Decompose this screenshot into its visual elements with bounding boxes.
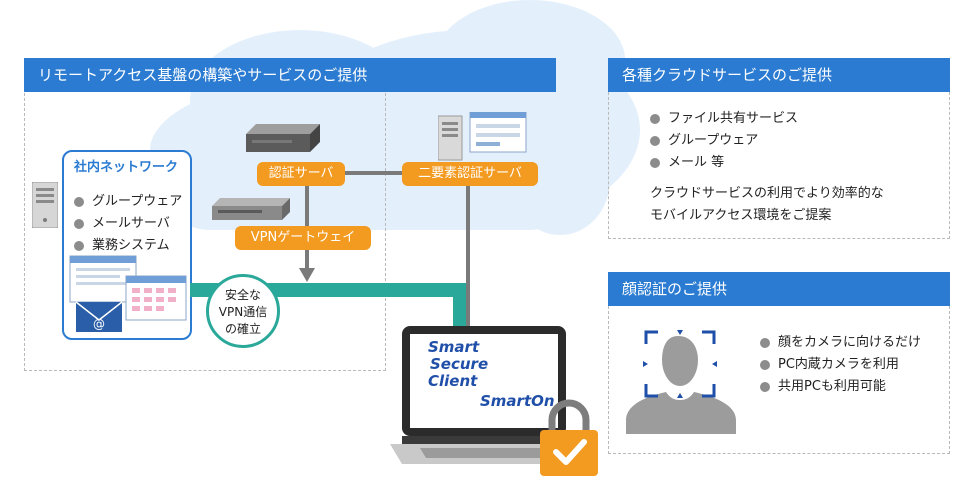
list-item: メールサーバ: [74, 213, 182, 235]
auth-server-label: 認証サーバ: [257, 162, 345, 186]
auth-server-device-icon: [246, 124, 320, 152]
vpn-gateway-label: VPNゲートウェイ: [235, 226, 371, 250]
two-factor-server-icon: [438, 112, 527, 161]
product-line-smart: Smart: [428, 338, 480, 356]
app-windows-icon: @: [69, 255, 187, 332]
svg-text:@: @: [93, 317, 105, 331]
list-item: 顔をカメラに向けるだけ: [760, 332, 921, 354]
left-panel-frame: [24, 93, 386, 371]
vpn-gateway-device-icon: [212, 198, 290, 220]
product-logo: Smart Secure Client: [428, 339, 488, 390]
list-item: 業務システム: [74, 235, 182, 257]
cloud-panel-frame: [608, 92, 950, 239]
list-item: PC内蔵カメラを利用: [760, 354, 921, 376]
laptop-illustration: [390, 326, 578, 464]
face-panel-title: 顔認証のご提供: [608, 272, 950, 306]
face-features-list: 顔をカメラに向けるだけ PC内蔵カメラを利用 共用PCも利用可能: [760, 332, 921, 398]
internal-network-title: 社内ネットワーク: [74, 160, 179, 175]
face-recognition-icon: [626, 330, 736, 434]
list-item: グループウェア: [650, 130, 798, 152]
list-item: グループウェア: [74, 191, 182, 213]
padlock-check-icon: [540, 399, 598, 476]
vpn-tunnel-badge: 安全な VPN通信 の確立: [206, 274, 280, 348]
cloud-description-line-1: クラウドサービスの利用でより効率的な: [650, 186, 884, 201]
two-factor-server-label: 二要素認証サーバ: [402, 162, 538, 186]
server-icon: [32, 182, 58, 228]
left-panel-title: リモートアクセス基盤の構築やサービスのご提供: [24, 58, 556, 92]
vpn-line-1: 安全な: [224, 288, 261, 302]
internal-network-list: グループウェア メールサーバ 業務システム: [74, 191, 182, 257]
list-item: 共用PCも利用可能: [760, 376, 921, 398]
cloud-services-list: ファイル共有サービス グループウェア メール 等: [650, 108, 798, 174]
list-item: ファイル共有サービス: [650, 108, 798, 130]
brand-logo: SmartOn: [480, 392, 555, 410]
product-line-client: Client: [428, 372, 478, 390]
product-line-secure: Secure: [430, 355, 489, 373]
cloud-panel-title: 各種クラウドサービスのご提供: [608, 58, 950, 92]
vpn-line-2: VPN通信: [218, 305, 268, 319]
vpn-line-3: の確立: [224, 322, 261, 336]
face-panel-frame: [608, 306, 950, 454]
cloud-description-line-2: モバイルアクセス環境をご提案: [650, 208, 832, 223]
list-item: メール 等: [650, 152, 798, 174]
